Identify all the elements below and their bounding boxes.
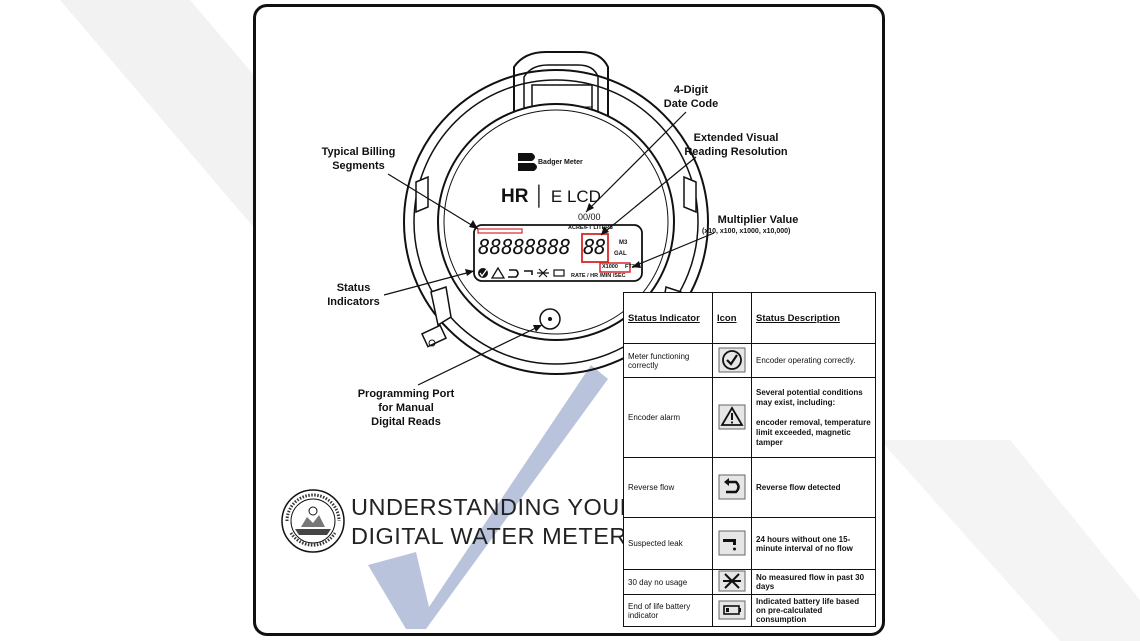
lcd-fine-digits: 88 (583, 235, 606, 259)
status-indicator-table: Status Indicator Icon Status Description… (623, 292, 876, 627)
meter-brand: Badger Meter (538, 159, 583, 166)
lcd-multiplier: X1000 (602, 264, 618, 270)
lcd-unit-m3: M3 (619, 240, 628, 246)
lcd-unit-gal: GAL (614, 251, 627, 257)
row-description: Several potential conditions may exist, … (751, 377, 876, 458)
programming-port-callout: Programming Port for Manual Digital Read… (357, 388, 455, 428)
billing-segments-callout: Typical Billing Segments (321, 146, 396, 172)
lcd-main-digits: 88888888 (478, 235, 571, 259)
lcd-unit-top: ACRE/FT LITERS (568, 225, 613, 231)
table-row: Encoder alarm Several potential conditio… (623, 377, 876, 458)
row-indicator: Suspected leak (623, 517, 713, 570)
table-row: Meter functioning correctly Encoder oper… (623, 343, 876, 378)
title-line-2: DIGITAL WATER METER (351, 523, 627, 549)
multiplier-options: (x10, x100, x1000, x10,000) (702, 228, 791, 235)
table-row: Suspected leak 24 hours without one 15-m… (623, 517, 876, 570)
row-description: 24 hours without one 15-minute interval … (751, 517, 876, 570)
header-status-indicator: Status Indicator (623, 292, 713, 344)
table-header-row: Status Indicator Icon Status Description (623, 292, 876, 344)
table-row: Reverse flow Reverse flow detected (623, 457, 876, 518)
multiplier-value-callout: Multiplier Value (717, 214, 799, 226)
meter-model-rest: E LCD (550, 187, 601, 206)
row-description: Reverse flow detected (751, 457, 876, 518)
row-description: Encoder operating correctly. (751, 343, 876, 378)
check-circle-icon (718, 347, 746, 372)
row-indicator: Reverse flow (623, 457, 713, 518)
checkmark-graphic (368, 365, 608, 629)
meter-model: HR │ E LCD (501, 186, 601, 207)
faucet-drip-icon (718, 530, 746, 555)
meter-date-code: 00/00 (578, 212, 601, 222)
header-status-description: Status Description (751, 292, 876, 344)
row-indicator: End of life battery indicator (623, 594, 713, 627)
row-indicator: Meter functioning correctly (623, 343, 713, 378)
lcd-unit-ft3: FT3 (625, 264, 635, 270)
table-row: 30 day no usage No measured flow in past… (623, 569, 876, 595)
extended-resolution-callout: Extended Visual Reading Resolution (684, 132, 788, 158)
header-icon: Icon (712, 292, 752, 344)
table-row: End of life battery indicator Indicated … (623, 594, 876, 627)
reverse-arrow-icon (718, 474, 746, 499)
no-flow-icon (718, 570, 746, 592)
battery-icon (718, 600, 746, 619)
row-description: No measured flow in past 30 days (751, 569, 876, 595)
title-line-1: UNDERSTANDING YOUR (351, 494, 638, 520)
row-indicator: Encoder alarm (623, 377, 713, 458)
meter-model-bold: HR (501, 186, 529, 207)
page-title: UNDERSTANDING YOUR DIGITAL WATER METER (351, 493, 637, 551)
row-indicator: 30 day no usage (623, 569, 713, 595)
meter-infographic-card: Badger Meter HR │ E LCD 00/00 88888888 8… (253, 4, 885, 636)
city-seal (281, 489, 345, 553)
status-indicators-callout: Status Indicators (327, 282, 380, 308)
row-description: Indicated battery life based on pre-calc… (751, 594, 876, 627)
date-code-callout: 4-Digit Date Code (663, 84, 719, 110)
warning-triangle-icon (718, 404, 746, 429)
lcd-rate-units: RATE / HR /MIN /SEC (571, 273, 626, 279)
